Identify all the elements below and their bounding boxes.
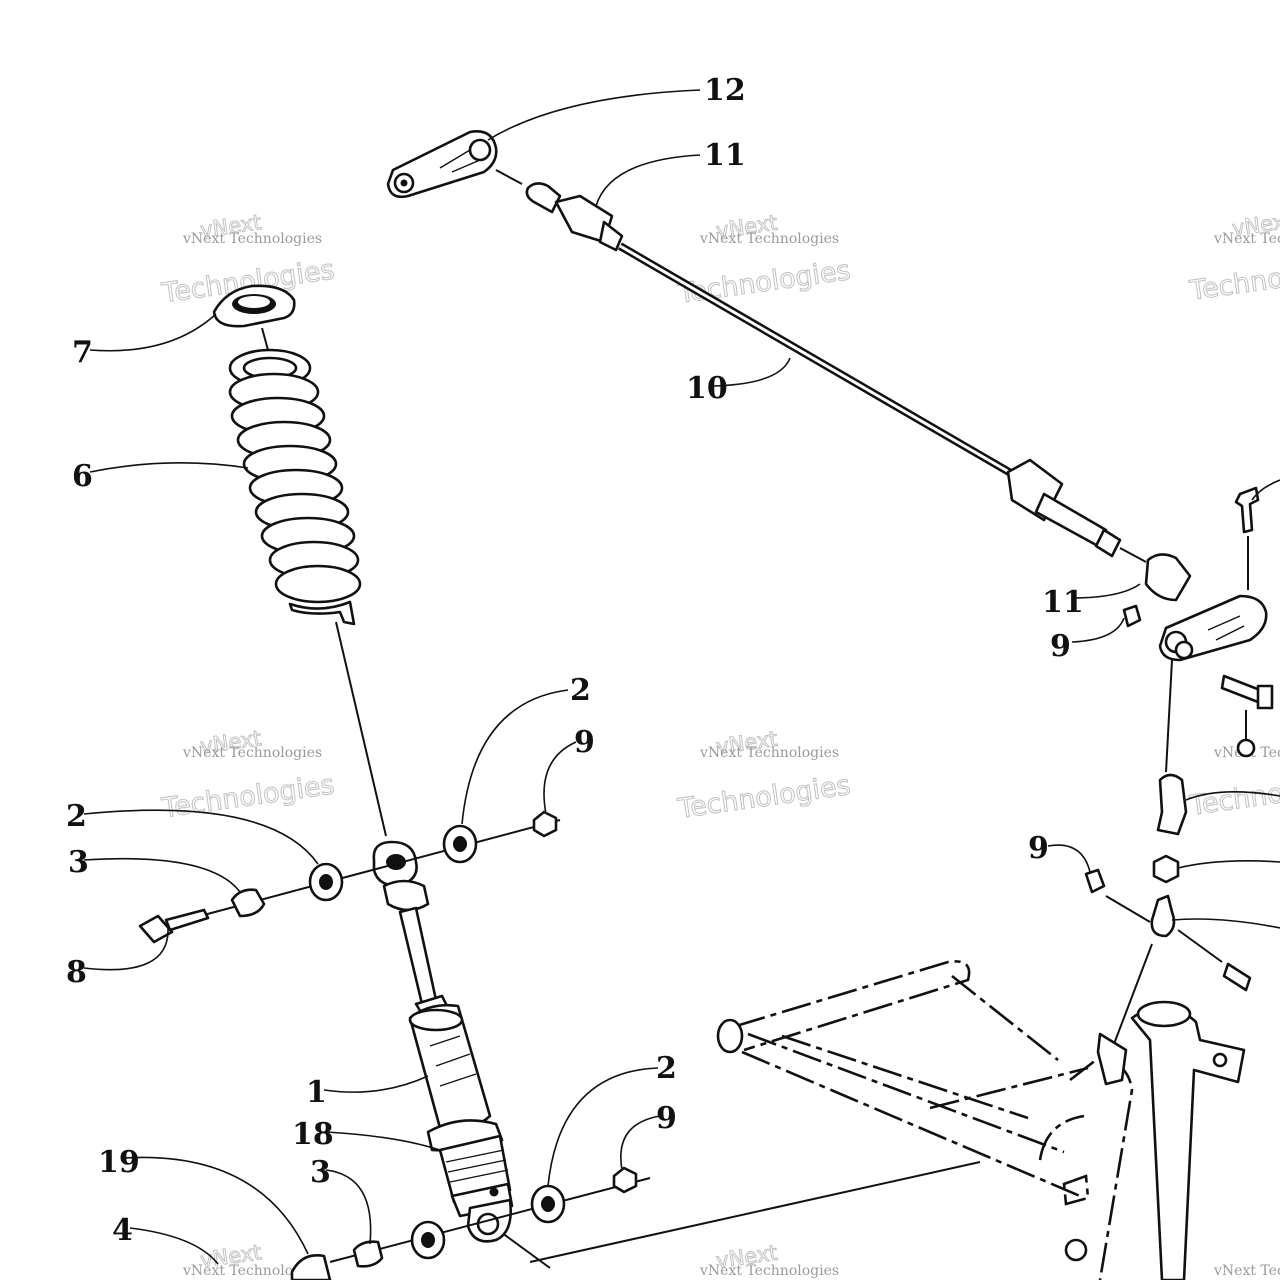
watermark-mid-center: vNext vNext Technologies Technologies bbox=[675, 726, 853, 825]
callout-9-top: 9 bbox=[574, 725, 595, 760]
callout-3-left: 3 bbox=[68, 845, 89, 880]
svg-text:Technologies: Technologies bbox=[159, 769, 336, 824]
svg-text:vNext Technologies: vNext Technologies bbox=[182, 231, 322, 247]
upper-mount-hardware bbox=[138, 810, 561, 944]
watermark-right-mid: vNext Technologies Technologies bbox=[1187, 745, 1280, 822]
callout-9-bottom: 9 bbox=[656, 1101, 677, 1136]
svg-text:vNext Technologies: vNext Technologies bbox=[699, 745, 839, 761]
right-linkage-assembly bbox=[1084, 486, 1274, 1045]
svg-text:vNext Technologies: vNext Technologies bbox=[182, 1263, 322, 1279]
callout-11-top: 11 bbox=[704, 138, 746, 173]
part-11-cable-fitting-top bbox=[525, 182, 624, 252]
callout-7: 7 bbox=[72, 335, 93, 370]
svg-text:vNext Technologies: vNext Technologies bbox=[699, 231, 839, 247]
callout-18: 18 bbox=[292, 1117, 334, 1152]
svg-text:Technologies: Technologies bbox=[1187, 252, 1280, 307]
callout-3-bottom: 3 bbox=[310, 1155, 331, 1190]
leader-lines bbox=[83, 89, 1280, 1265]
callout-12: 12 bbox=[704, 73, 746, 108]
callout-4: 4 bbox=[112, 1213, 133, 1248]
callout-11-right: 11 bbox=[1042, 585, 1084, 620]
part-12-cable-fork bbox=[386, 130, 523, 199]
part-10-cable bbox=[617, 242, 1147, 563]
svg-text:Technologies: Technologies bbox=[675, 770, 852, 825]
callout-9-mid: 9 bbox=[1028, 831, 1049, 866]
svg-text:vNext Technologies: vNext Technologies bbox=[182, 745, 322, 761]
a-arm-frame bbox=[497, 960, 1246, 1280]
callout-1: 1 bbox=[306, 1075, 327, 1110]
part-11-cable-fitting-right bbox=[1144, 553, 1192, 602]
callout-8: 8 bbox=[66, 955, 87, 990]
part-1-shock-absorber bbox=[372, 840, 514, 1243]
callout-2-top: 2 bbox=[570, 673, 591, 708]
callout-labels: 12 11 10 7 6 11 9 2 9 2 3 8 9 1 18 2 9 1… bbox=[66, 73, 1084, 1248]
watermark-bottom-center: vNext vNext Technologies bbox=[699, 1240, 839, 1279]
svg-text:vNext Technologies: vNext Technologies bbox=[699, 1263, 839, 1279]
watermark-mid-left: vNext vNext Technologies Technologies bbox=[159, 726, 337, 825]
watermark-bottom-left: vNext vNext Technologies bbox=[182, 1240, 322, 1279]
callout-2-left: 2 bbox=[66, 799, 87, 834]
watermark-right-top: vNext vNext Technologies Technologies bbox=[1187, 208, 1280, 307]
callout-6: 6 bbox=[72, 459, 93, 494]
callout-9-right: 9 bbox=[1050, 629, 1071, 664]
svg-text:vNext Technologies: vNext Technologies bbox=[1213, 1263, 1280, 1279]
part-7-spring-retainer bbox=[212, 284, 296, 351]
watermark-bottom-right: vNext Technologies bbox=[1213, 1263, 1280, 1279]
svg-text:Technologies: Technologies bbox=[675, 255, 852, 310]
callout-2-bottom: 2 bbox=[656, 1051, 677, 1086]
callout-10: 10 bbox=[686, 371, 728, 406]
callout-19: 19 bbox=[98, 1145, 140, 1180]
lower-mount-hardware bbox=[290, 1166, 651, 1280]
part-6-coil-spring bbox=[228, 348, 387, 837]
svg-text:vNext Technologies: vNext Technologies bbox=[1213, 231, 1280, 247]
